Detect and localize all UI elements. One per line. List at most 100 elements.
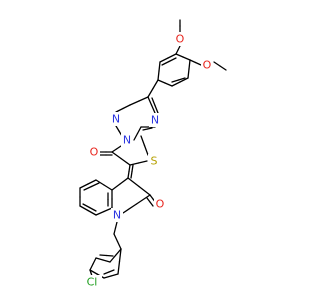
bond-line [142, 128, 149, 131]
chemical-structure: O O N N N O S O [79, 19, 227, 289]
bond-line [82, 203, 91, 209]
atom-label-n: N [123, 134, 131, 147]
bond-line [89, 269, 98, 275]
bond-line [87, 179, 97, 185]
bond-line [128, 164, 131, 173]
bond-line [88, 206, 97, 212]
atom-o-thiazolone: O [88, 145, 100, 159]
bond-line [103, 184, 113, 191]
bond-line [152, 79, 159, 90]
bond-line [114, 221, 118, 229]
atom-o-methoxy-top: O [174, 32, 186, 46]
bond-line [113, 233, 119, 243]
bond-line [79, 205, 89, 212]
atom-label-n: N [112, 113, 120, 126]
bond-line [79, 183, 89, 189]
bond-line [182, 56, 191, 61]
bond-line [118, 248, 122, 263]
atom-o-oxindole: O [154, 197, 166, 211]
bond-line [119, 177, 129, 185]
bond-line [116, 240, 122, 250]
bond-line [147, 87, 154, 98]
bond-line [146, 127, 153, 130]
bond-line [99, 254, 108, 257]
atom-label-o: O [156, 198, 165, 211]
bond-line [188, 59, 191, 70]
bond-line [105, 254, 114, 257]
bond-line [122, 104, 131, 110]
atom-label-cl: Cl [87, 276, 98, 289]
bond-line [151, 97, 156, 107]
bond-line [127, 177, 140, 188]
atom-n-triazole-left: N [110, 112, 122, 126]
bond-line [95, 210, 105, 216]
bond-line [120, 157, 131, 166]
bond-line [159, 57, 169, 63]
bond-line [110, 273, 119, 277]
bond-line [109, 254, 117, 263]
bond-line [92, 257, 97, 265]
atom-labels: O O N N N O S O [82, 32, 213, 289]
bond-line [133, 132, 139, 141]
bond-line [83, 185, 93, 191]
bond-line [87, 209, 97, 216]
bond-line [171, 79, 180, 83]
bond-line [103, 207, 113, 213]
bond-line [117, 260, 121, 275]
bond-line [138, 185, 151, 196]
atom-cl: Cl [82, 275, 102, 289]
atom-n-oxindole: N [111, 208, 123, 222]
atom-label-o: O [176, 33, 185, 46]
bond-line [138, 96, 149, 102]
bond-line [111, 148, 118, 153]
atom-label-o: O [90, 146, 99, 159]
bond-line [103, 275, 112, 279]
bond-line [147, 96, 153, 106]
bond-line [189, 59, 197, 64]
bond-line [90, 182, 100, 188]
bond-line [143, 144, 149, 156]
bond-line [89, 263, 94, 271]
atom-label-o: O [203, 59, 212, 72]
bond-line [111, 183, 121, 191]
bond-line [168, 57, 177, 63]
bond-line [103, 271, 110, 275]
atom-label-s: S [151, 155, 158, 168]
bond-line [129, 162, 140, 166]
bond-line [111, 151, 122, 160]
bonds [79, 19, 227, 279]
bond-line [158, 61, 161, 72]
bond-line [175, 53, 184, 58]
bond-line [171, 81, 181, 87]
bond-line [137, 160, 148, 164]
bond-line [115, 107, 124, 113]
bond-line [150, 104, 156, 114]
bond-line [161, 60, 170, 66]
bond-line [140, 135, 146, 147]
bond-line [149, 194, 154, 200]
atom-n-bridge: N [121, 133, 133, 147]
bond-line [135, 194, 151, 205]
bond-line [113, 227, 117, 235]
atom-s-thiazole: S [148, 154, 160, 168]
bond-line [95, 179, 105, 186]
atom-label-n: N [113, 209, 121, 222]
bond-line [213, 61, 221, 67]
bond-line [95, 257, 104, 261]
bond-line [122, 203, 138, 214]
bond-line [146, 197, 151, 203]
bond-line [177, 77, 186, 81]
atom-label-n: N [151, 114, 159, 127]
bond-line [177, 45, 181, 51]
bond-line [175, 49, 179, 55]
bond-line [219, 65, 227, 71]
bond-line [114, 248, 122, 257]
bond-line [167, 53, 177, 59]
bond-line [129, 100, 140, 106]
bond-line [164, 82, 173, 87]
bond-line [115, 145, 122, 150]
bond-line [108, 269, 115, 273]
bond-line [149, 201, 154, 207]
bond-line [157, 70, 160, 81]
bond-line [157, 79, 166, 84]
